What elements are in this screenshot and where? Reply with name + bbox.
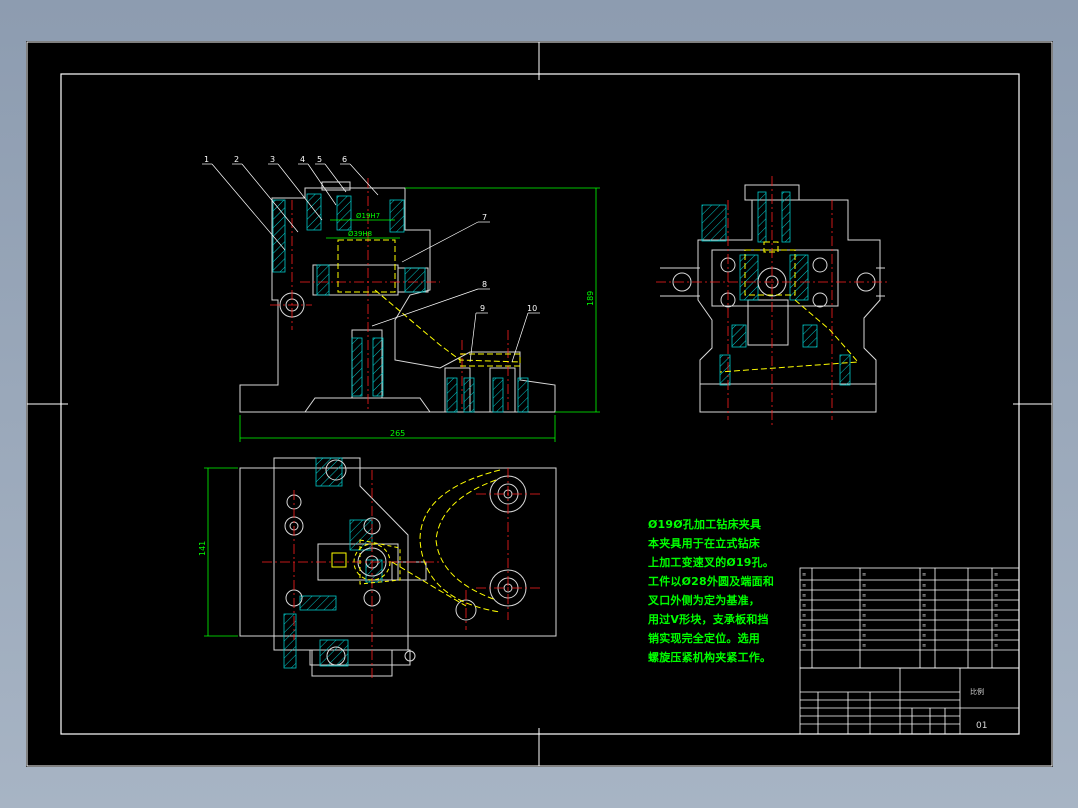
top-view-centerlines bbox=[262, 468, 540, 680]
svg-text:≡: ≡ bbox=[802, 572, 806, 578]
note-line-8: 螺旋压紧机构夹紧工作。 bbox=[648, 651, 772, 664]
note-line-2: 本夹具用于在立式钻床 bbox=[648, 537, 760, 550]
part-number-8: 8 bbox=[482, 280, 487, 289]
bill-of-materials bbox=[799, 567, 1020, 669]
svg-text:≡: ≡ bbox=[862, 613, 866, 619]
top-view-workpiece bbox=[331, 469, 501, 613]
note-line-4: 工件以Ø28外圆及端面和 bbox=[648, 575, 775, 588]
top-view bbox=[239, 457, 557, 677]
note-line-1: Ø19Ø孔加工钻床夹具 bbox=[648, 518, 762, 531]
svg-text:≡: ≡ bbox=[802, 633, 806, 639]
svg-text:≡: ≡ bbox=[862, 572, 866, 578]
dim-width: 265 bbox=[390, 429, 405, 438]
side-view-centerlines bbox=[656, 176, 890, 425]
title-block bbox=[799, 667, 1020, 735]
part-number-3: 3 bbox=[270, 155, 275, 164]
bom-cell-marks: ≡ ≡ ≡ ≡ ≡ ≡ ≡ ≡ ≡ ≡ ≡ ≡ ≡ ≡ ≡ ≡ ≡ ≡ ≡ ≡ ≡ ≡ ≡ ≡ ≡ ≡ ≡ ≡ ≡ ≡ ≡ ≡ bbox=[802, 572, 998, 649]
svg-text:≡: ≡ bbox=[862, 623, 866, 629]
drawing-number: 01 bbox=[976, 721, 987, 731]
svg-text:≡: ≡ bbox=[922, 583, 926, 589]
note-line-6: 用过V形块，支承板和挡 bbox=[648, 613, 769, 626]
svg-text:≡: ≡ bbox=[922, 593, 926, 599]
part-number-5: 5 bbox=[317, 155, 322, 164]
part-number-9: 9 bbox=[480, 304, 485, 313]
front-view-dimensions bbox=[239, 187, 600, 442]
svg-text:≡: ≡ bbox=[922, 603, 926, 609]
note-line-3: 上加工变速叉的Ø19孔。 bbox=[648, 556, 775, 569]
front-view-hatching bbox=[272, 193, 529, 413]
side-view bbox=[660, 184, 885, 413]
svg-text:≡: ≡ bbox=[994, 572, 998, 578]
svg-text:≡: ≡ bbox=[862, 593, 866, 599]
svg-text:≡: ≡ bbox=[862, 583, 866, 589]
dim-hole-19: Ø19H7 bbox=[356, 212, 380, 220]
dim-depth: 141 bbox=[198, 541, 207, 556]
note-line-7: 销实现完全定位。选用 bbox=[648, 632, 760, 645]
top-view-dimensions bbox=[204, 467, 238, 637]
front-view-workpiece bbox=[337, 239, 521, 367]
part-leaders bbox=[202, 163, 540, 363]
part-number-6: 6 bbox=[342, 155, 347, 164]
dim-hole-39: Ø39H8 bbox=[348, 230, 372, 238]
part-number-1: 1 bbox=[204, 155, 209, 164]
svg-text:≡: ≡ bbox=[802, 603, 806, 609]
svg-text:≡: ≡ bbox=[994, 613, 998, 619]
svg-text:≡: ≡ bbox=[802, 623, 806, 629]
centering-marks bbox=[27, 42, 1052, 766]
svg-text:≡: ≡ bbox=[922, 643, 926, 649]
drawing-area bbox=[26, 41, 1053, 767]
part-number-labels: 1 2 3 4 5 6 7 8 9 10 bbox=[204, 155, 537, 313]
svg-text:≡: ≡ bbox=[862, 633, 866, 639]
part-number-2: 2 bbox=[234, 155, 239, 164]
svg-text:≡: ≡ bbox=[994, 583, 998, 589]
svg-text:≡: ≡ bbox=[802, 643, 806, 649]
svg-text:≡: ≡ bbox=[802, 583, 806, 589]
svg-text:≡: ≡ bbox=[922, 572, 926, 578]
svg-text:≡: ≡ bbox=[862, 643, 866, 649]
svg-text:≡: ≡ bbox=[802, 613, 806, 619]
scale-label: 比例 bbox=[970, 687, 984, 696]
side-view-workpiece bbox=[719, 241, 860, 373]
svg-text:≡: ≡ bbox=[994, 643, 998, 649]
svg-text:≡: ≡ bbox=[922, 633, 926, 639]
note-line-5: 叉口外侧为定为基准， bbox=[648, 594, 760, 607]
svg-text:≡: ≡ bbox=[802, 593, 806, 599]
svg-text:≡: ≡ bbox=[922, 623, 926, 629]
svg-text:≡: ≡ bbox=[994, 633, 998, 639]
svg-text:≡: ≡ bbox=[922, 613, 926, 619]
svg-text:≡: ≡ bbox=[862, 603, 866, 609]
part-number-10: 10 bbox=[527, 304, 537, 313]
side-view-hatching bbox=[701, 191, 851, 386]
part-number-7: 7 bbox=[482, 213, 487, 222]
svg-text:≡: ≡ bbox=[994, 603, 998, 609]
dim-height: 189 bbox=[586, 291, 595, 306]
part-number-4: 4 bbox=[300, 155, 305, 164]
front-view-centerlines bbox=[270, 178, 509, 410]
svg-text:≡: ≡ bbox=[994, 623, 998, 629]
svg-text:≡: ≡ bbox=[994, 593, 998, 599]
